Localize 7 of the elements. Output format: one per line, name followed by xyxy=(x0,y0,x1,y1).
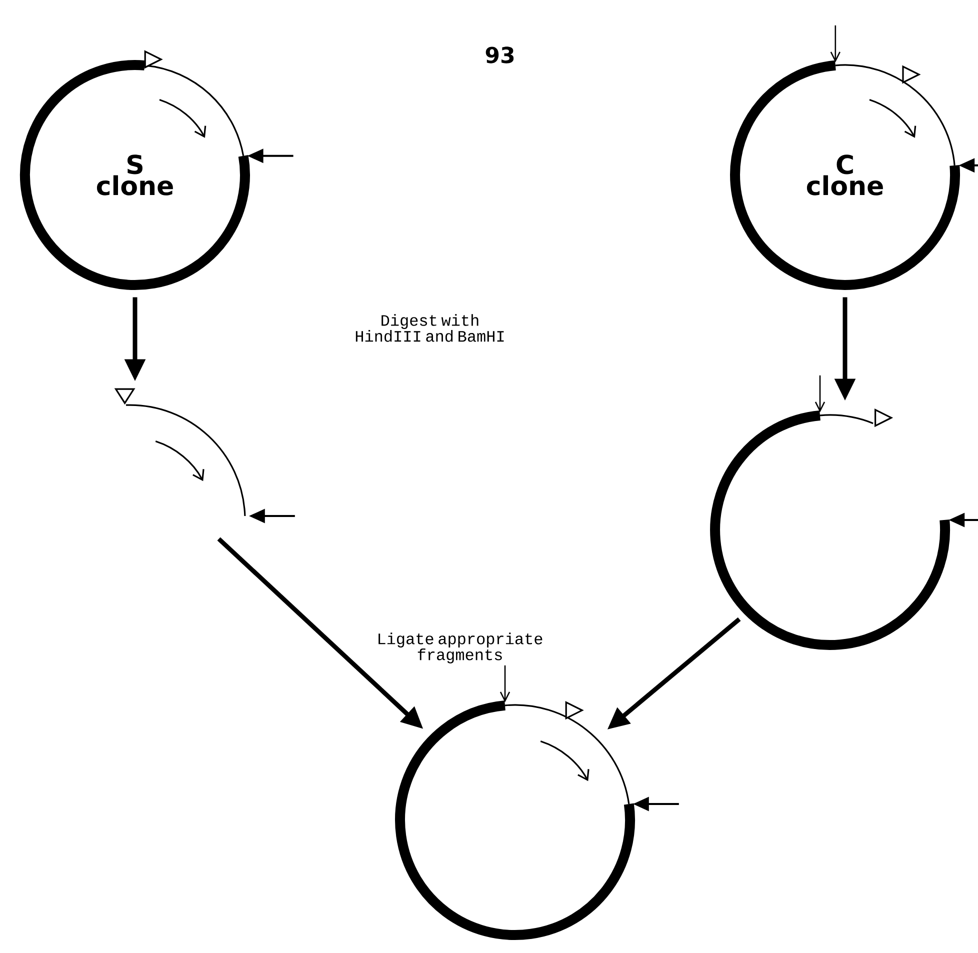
node-label: C clone xyxy=(806,154,883,196)
plasmid-drawing xyxy=(710,375,978,650)
plasmid-drawing xyxy=(395,665,679,940)
node-label: S clone xyxy=(96,154,173,196)
page-number: 93 xyxy=(486,46,514,64)
plasmid-drawing: C clone xyxy=(730,25,978,290)
step-label: Digest with HindIII and BamHI xyxy=(356,314,504,342)
